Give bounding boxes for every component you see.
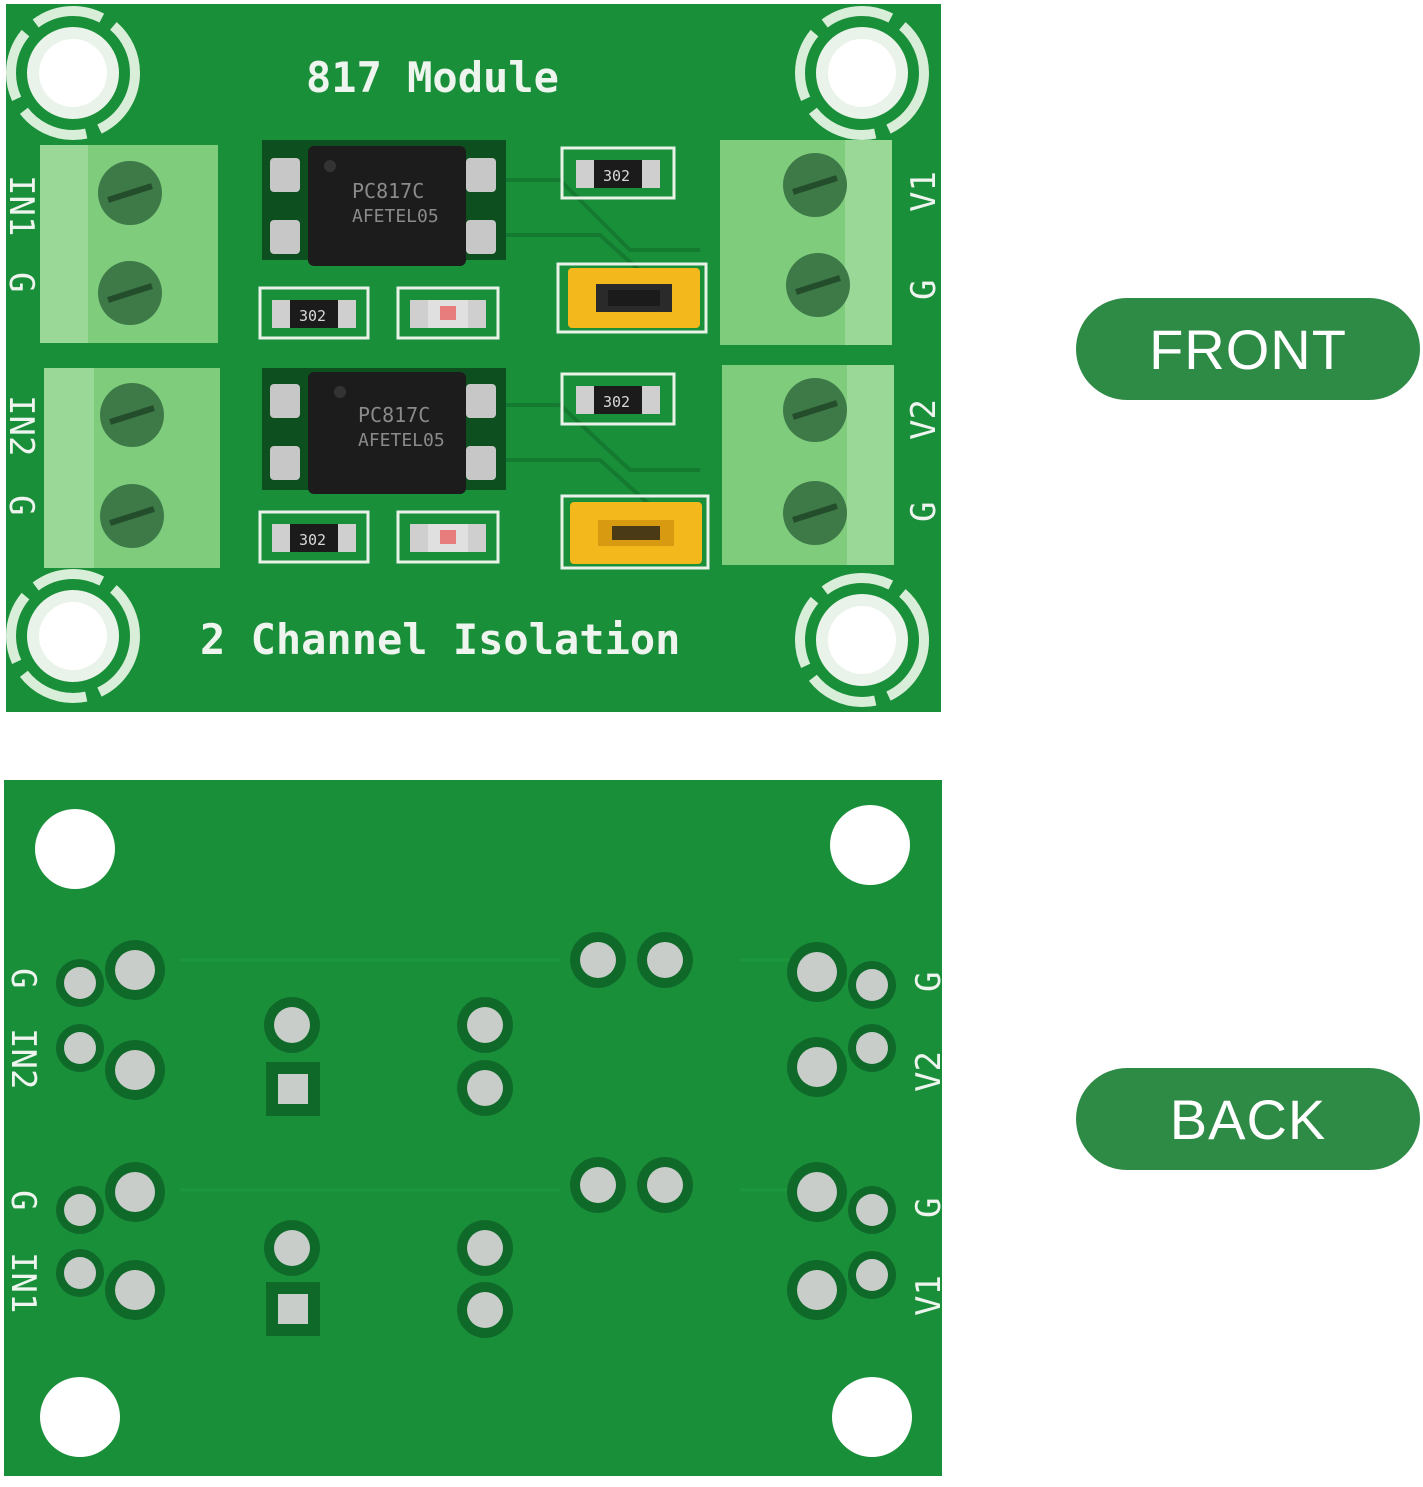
back-label-v1: V1: [909, 1275, 949, 1316]
terminal-block-in2: [44, 368, 220, 568]
back-hole-top-left: [35, 809, 115, 889]
back-label-text: BACK: [1169, 1087, 1327, 1151]
back-label-in1: IN1: [3, 1252, 43, 1313]
mount-hole-top-left: [6, 6, 140, 140]
chip2-line2: AFETEL05: [358, 430, 445, 451]
led-2: [396, 510, 500, 564]
mount-hole-top-right: [795, 6, 929, 140]
resistor-r2-code: 302: [299, 307, 326, 325]
front-pcb: [6, 4, 941, 712]
optocoupler-chip-1: PC817C AFETEL05: [262, 140, 506, 266]
solder-joints: [56, 932, 896, 1338]
resistor-r2: 302: [258, 286, 370, 340]
chip2-line1: PC817C: [358, 403, 430, 427]
resistor-r1-code: 302: [603, 167, 630, 185]
back-hole-bottom-right: [832, 1377, 912, 1457]
front-label-badge: FRONT: [1076, 298, 1420, 400]
back-label-g-bottom-left: G: [3, 1190, 43, 1210]
chip1-line2: AFETEL05: [352, 206, 439, 227]
resistor-r4: 302: [258, 510, 370, 564]
resistor-r1: 302: [560, 146, 676, 200]
back-label-badge: BACK: [1076, 1068, 1420, 1170]
resistor-r3-code: 302: [603, 393, 630, 411]
back-label-g-top-left: G: [3, 968, 43, 988]
back-label-v2: V2: [909, 1051, 949, 1092]
optocoupler-chip-2: PC817C AFETEL05: [262, 368, 506, 494]
front-label-in2: IN2: [1, 395, 41, 456]
front-label-v2: V2: [904, 399, 944, 440]
jumper-2: [560, 494, 710, 570]
front-label-g2: G: [1, 495, 41, 515]
front-label-v1: V1: [904, 171, 944, 212]
front-label-in1: IN1: [1, 175, 41, 236]
mount-hole-bottom-left: [6, 569, 140, 703]
back-hole-top-right: [830, 805, 910, 885]
led-1: [396, 286, 500, 340]
back-pcb: [4, 780, 942, 1476]
back-hole-bottom-left: [40, 1377, 120, 1457]
terminal-block-in1: [40, 145, 218, 343]
front-label-g3: G: [904, 280, 944, 300]
resistor-r4-code: 302: [299, 531, 326, 549]
chip1-line1: PC817C: [352, 179, 424, 203]
back-label-g-top-right: G: [909, 972, 949, 992]
resistor-r3: 302: [560, 372, 676, 426]
jumper-1: [556, 262, 708, 334]
front-subtitle: 2 Channel Isolation: [200, 615, 680, 664]
terminal-block-v2: [722, 365, 894, 565]
back-label-g-bottom-right: G: [909, 1198, 949, 1218]
mount-hole-bottom-right: [795, 573, 929, 707]
back-label-in2: IN2: [3, 1028, 43, 1089]
front-label-text: FRONT: [1149, 317, 1347, 381]
terminal-block-v1: [720, 140, 892, 345]
front-label-g4: G: [904, 502, 944, 522]
front-title: 817 Module: [306, 53, 559, 102]
front-label-g1: G: [1, 272, 41, 292]
back-board: G IN2 G IN1 G V2 G V1: [3, 780, 949, 1476]
front-board: 817 Module 2 Channel Isolation IN1 G: [1, 4, 944, 712]
